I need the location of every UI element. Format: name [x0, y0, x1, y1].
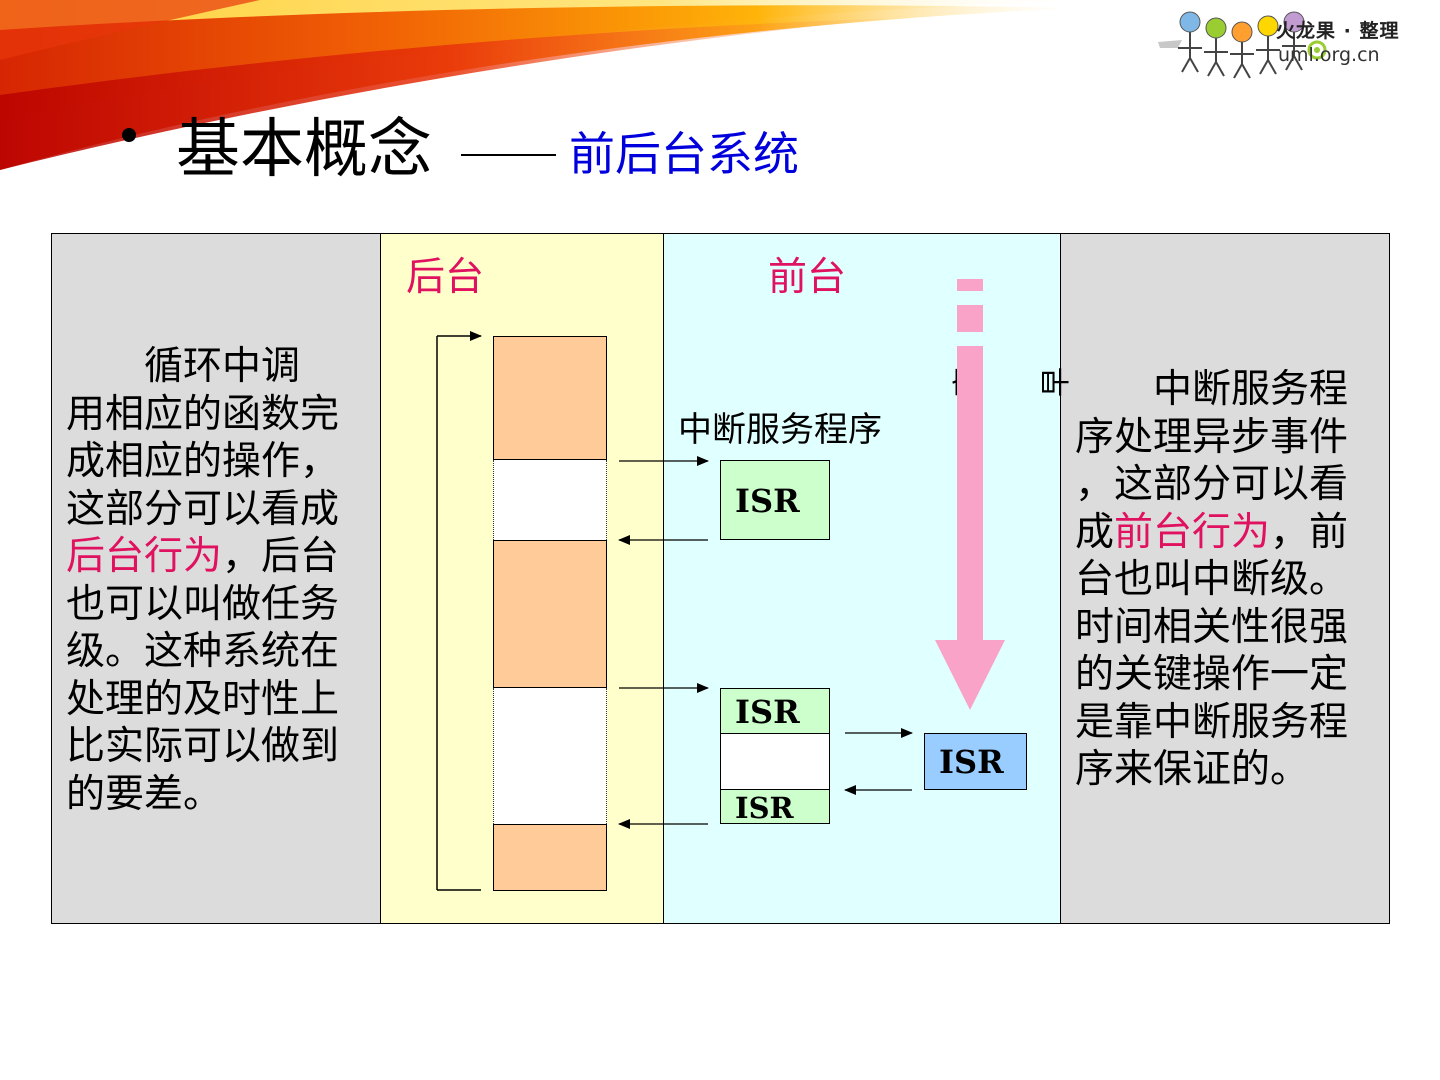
- text-segment: 循环中调: [66, 344, 301, 389]
- isr-box: ISR: [720, 789, 830, 825]
- text-line: 也可以叫做任务: [66, 581, 339, 629]
- text-line: 中断服务程: [1075, 366, 1348, 414]
- left-description-text: 循环中调用相应的函数完成相应的操作，这部分可以看成后台行为，后台也可以叫做任务级…: [66, 343, 339, 818]
- isr-box: ISR: [720, 460, 830, 540]
- title-dash: [461, 154, 556, 156]
- isr-box: ISR: [720, 688, 830, 734]
- text-segment: 也可以叫做任务: [66, 581, 340, 627]
- text-segment: 是靠中断服务程: [1075, 699, 1349, 745]
- task-block: [493, 336, 607, 460]
- text-line: 后台行为，后台: [66, 533, 339, 581]
- priority-char-early: 早: [1039, 367, 1074, 397]
- text-segment: 序来保证的。: [1075, 747, 1310, 792]
- decorative-swoosh: [0, 0, 1100, 171]
- text-line: 是靠中断服务程: [1075, 699, 1348, 747]
- text-segment: ，后台: [222, 534, 340, 579]
- interrupt-gap: [493, 460, 607, 540]
- text-line: 的关键操作一定: [1075, 651, 1348, 699]
- text-line: 成相应的操作，: [66, 438, 339, 486]
- text-segment: 台也叫中断级。: [1075, 557, 1349, 602]
- background-label: 后台: [406, 255, 485, 300]
- text-segment: 的关键操作一定: [1075, 652, 1349, 697]
- highlight-text: 后台行为: [66, 534, 223, 579]
- text-segment: 用相应的函数完: [66, 391, 340, 437]
- left-description-panel: 循环中调用相应的函数完成相应的操作，这部分可以看成后台行为，后台也可以叫做任务级…: [51, 233, 381, 924]
- text-segment: 的要差。: [66, 771, 223, 817]
- text-line: 序来保证的。: [1075, 746, 1348, 794]
- text-segment: 成: [1075, 509, 1115, 555]
- text-segment: 序处理异步事件: [1075, 414, 1349, 460]
- text-segment: 时间相关性很强: [1075, 604, 1349, 650]
- priority-char-high: 高: [951, 367, 986, 397]
- text-line: 处理的及时性上: [66, 676, 339, 724]
- text-segment: 比实际可以做到: [66, 724, 340, 769]
- bullet-icon: [122, 128, 136, 142]
- text-line: 循环中调: [66, 343, 339, 391]
- text-line: 级。这种系统在: [66, 628, 339, 676]
- text-segment: 成相应的操作，: [66, 439, 340, 484]
- foreground-label: 前台: [768, 255, 847, 300]
- text-segment: 中断服务程: [1075, 367, 1349, 412]
- slide-subtitle: 前后台系统: [569, 127, 799, 181]
- text-line: 这部分可以看成: [66, 486, 339, 534]
- text-segment: ，这部分可以看: [1075, 462, 1349, 507]
- text-line: 的要差。: [66, 771, 339, 819]
- interrupt-gap: [493, 688, 607, 824]
- text-line: 成前台行为，前: [1075, 509, 1348, 557]
- text-segment: 级。这种系统在: [66, 629, 340, 674]
- text-line: 序处理异步事件: [1075, 414, 1348, 462]
- text-line: 用相应的函数完: [66, 391, 339, 439]
- text-segment: 这部分可以看成: [66, 486, 340, 532]
- slide-title: 基本概念: [176, 113, 432, 187]
- text-line: 台也叫中断级。: [1075, 556, 1348, 604]
- task-block: [493, 824, 607, 891]
- logo-graphic: [1158, 11, 1327, 79]
- isr-caption: 中断服务程序: [678, 410, 882, 450]
- text-line: 时间相关性很强: [1075, 604, 1348, 652]
- logo-url: uml.org.cn: [1278, 44, 1380, 66]
- text-line: ，这部分可以看: [1075, 461, 1348, 509]
- text-segment: ，前: [1270, 509, 1349, 555]
- right-description-text: 中断服务程序处理异步事件，这部分可以看成前台行为，前台也叫中断级。时间相关性很强…: [1075, 366, 1348, 794]
- text-line: 比实际可以做到: [66, 723, 339, 771]
- text-segment: 处理的及时性上: [66, 676, 340, 722]
- logo-title: 火龙果 · 整理: [1276, 20, 1400, 42]
- nested-isr-box: ISR: [924, 733, 1027, 790]
- highlight-text: 前台行为: [1114, 509, 1271, 555]
- right-description-panel: 中断服务程序处理异步事件，这部分可以看成前台行为，前台也叫中断级。时间相关性很强…: [1060, 233, 1390, 924]
- task-block: [493, 540, 607, 688]
- isr-gap: [720, 733, 830, 790]
